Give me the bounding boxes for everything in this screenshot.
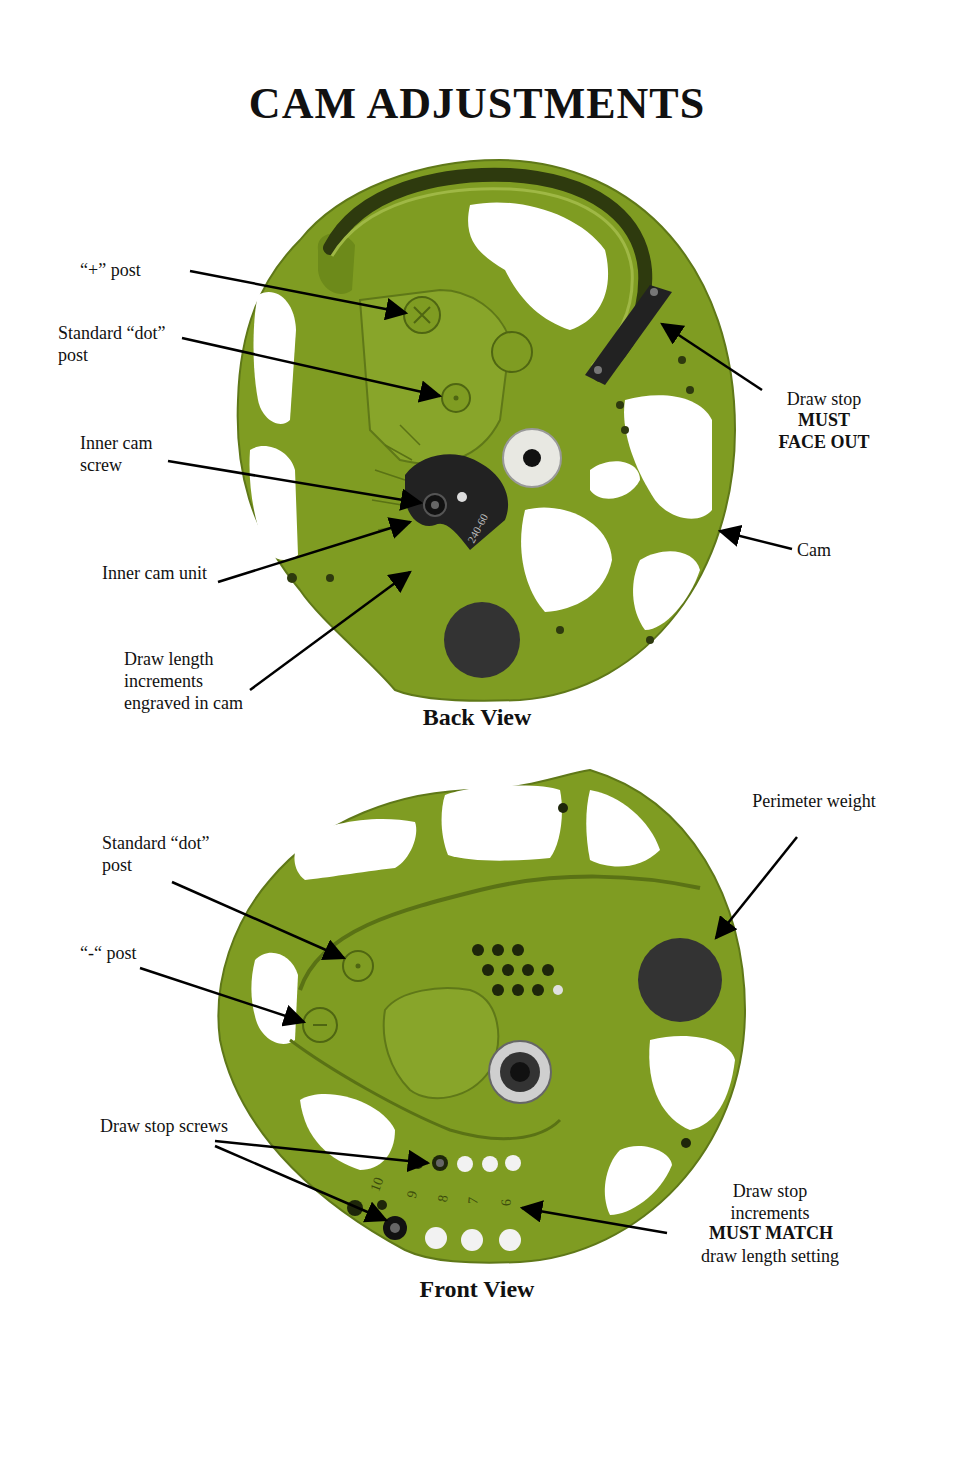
- front-cam: [218, 770, 745, 1263]
- part-label: draw length setting: [700, 1245, 840, 1267]
- part-label: “-“ post: [80, 942, 200, 964]
- part-label: Perimeter weight: [752, 790, 876, 812]
- part-label: “+” post: [80, 259, 200, 281]
- back-cam: [238, 160, 735, 701]
- part-label: MUST FACE OUT: [774, 409, 874, 453]
- part-label: Front View: [377, 1275, 577, 1304]
- part-label: Draw stop increments: [700, 1180, 840, 1224]
- leader-lines: [140, 271, 797, 1233]
- engraved-number: 8: [433, 1187, 453, 1210]
- part-label: Draw stop: [758, 388, 890, 410]
- part-label: MUST MATCH: [666, 1222, 876, 1244]
- part-label: Standard “dot” post: [102, 832, 232, 876]
- part-label: Cam: [797, 539, 857, 561]
- engraved-number: 7: [464, 1190, 483, 1211]
- part-label: Draw length increments engraved in cam: [124, 648, 254, 714]
- engraved-number: 6: [497, 1192, 515, 1213]
- part-label: Inner cam screw: [80, 432, 180, 476]
- part-label: Draw stop screws: [100, 1115, 228, 1137]
- part-label: Standard “dot” post: [58, 322, 188, 366]
- part-label: Back View: [377, 703, 577, 732]
- page-title: CAM ADJUSTMENTS: [0, 78, 954, 129]
- part-label: Inner cam unit: [102, 562, 212, 584]
